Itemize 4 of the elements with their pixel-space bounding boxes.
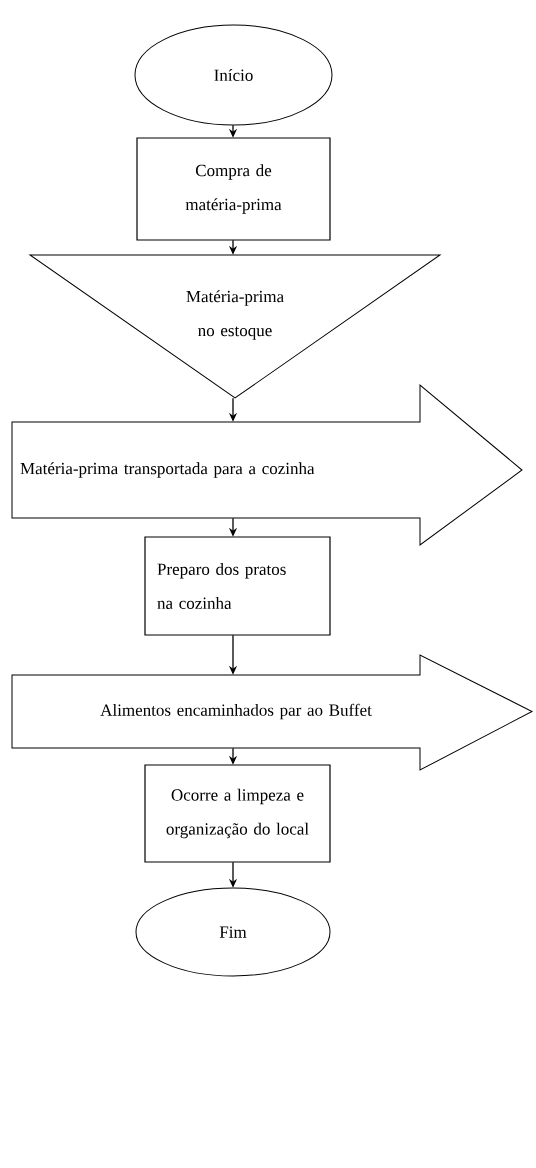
- process-box: Ocorre a limpeza e organização do local: [144, 764, 331, 863]
- process-box: Compra de matéria-prima: [136, 137, 331, 241]
- storage-triangle: Matéria-prima no estoque: [29, 254, 441, 399]
- process-box: Preparo dos pratos na cozinha: [144, 536, 331, 636]
